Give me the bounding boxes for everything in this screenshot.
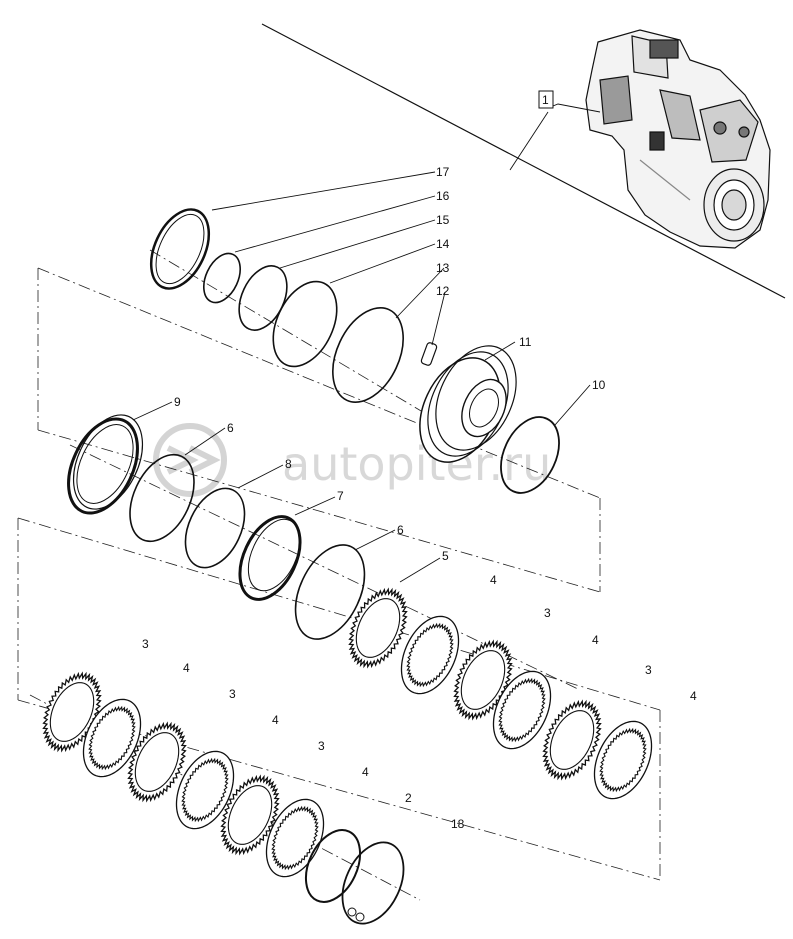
callout-label-4b: 4	[592, 633, 599, 647]
callout-label-8: 8	[285, 457, 292, 471]
watermark-arrow-icon	[166, 445, 221, 475]
part-2-spacer-ring	[304, 829, 362, 903]
part-4-friction-disc	[593, 720, 653, 800]
callout-label-3b: 3	[645, 663, 652, 677]
part-4-friction-disc	[265, 798, 325, 878]
callout-label-4a: 4	[490, 573, 497, 587]
callout-label-12: 12	[436, 284, 450, 298]
callout-label-3c: 3	[142, 637, 149, 651]
callout-label-3a: 3	[544, 606, 551, 620]
part-7-backing-ring	[238, 515, 302, 601]
transmission-housing	[585, 29, 771, 249]
callout-label-10: 10	[592, 378, 606, 392]
callout-labels: 17 16 15 14 13 12 11 10 9 6 8 7 6 5 4 3 …	[142, 165, 697, 831]
callout-label-6b: 6	[397, 523, 404, 537]
centerline-upper	[149, 249, 471, 441]
callout-label-13: 13	[436, 261, 450, 275]
part-4-friction-disc	[82, 698, 142, 778]
part-3-steel-disc	[127, 721, 187, 803]
part-17-thrust-ring	[149, 208, 211, 290]
part-6-seal-ring-2	[294, 544, 366, 640]
part-10-seal-ring	[500, 416, 560, 494]
clutch-disc-stack	[42, 587, 653, 878]
part-4-friction-disc	[175, 750, 235, 830]
callout-label-3d: 3	[229, 687, 236, 701]
group-frame-lower	[17, 517, 661, 881]
callout-label-2: 2	[405, 791, 412, 805]
watermark-logo-icon	[153, 423, 227, 497]
part-11-piston	[419, 345, 517, 463]
group-frame-upper	[37, 267, 601, 593]
callout-label-4f: 4	[362, 765, 369, 779]
callout-1: 1	[509, 90, 601, 171]
callout-label-1: 1	[542, 93, 549, 107]
callout-label-4d: 4	[183, 661, 190, 675]
callout-label-4c: 4	[690, 689, 697, 703]
part-3-steel-disc	[220, 774, 280, 856]
part-4-friction-disc	[492, 670, 552, 750]
part-13-seal-ring	[332, 307, 404, 403]
callout-label-15: 15	[436, 213, 450, 227]
callout-label-14: 14	[436, 237, 450, 251]
part-3-steel-disc	[453, 639, 513, 721]
callout-label-4e: 4	[272, 713, 279, 727]
callout-label-9: 9	[174, 395, 181, 409]
part-14-seal-ring	[272, 280, 338, 368]
callout-label-5: 5	[442, 549, 449, 563]
part-8-seal-ring	[184, 487, 246, 569]
callout-label-6a: 6	[227, 421, 234, 435]
part-3-steel-disc	[542, 699, 602, 781]
part-6-seal-ring	[129, 453, 195, 543]
part-9-retainer	[67, 414, 144, 515]
callout-label-18: 18	[451, 817, 465, 831]
part-3-steel-disc	[348, 587, 408, 669]
part-12-pin	[420, 342, 438, 366]
callout-label-17: 17	[436, 165, 450, 179]
part-3-steel-disc	[42, 671, 102, 753]
assembly-reference-line	[261, 23, 786, 299]
part-4-friction-disc	[400, 615, 460, 695]
part-18-snap-ring	[341, 841, 405, 925]
callout-label-7: 7	[337, 489, 344, 503]
callout-leaders	[132, 171, 591, 583]
callout-label-3e: 3	[318, 739, 325, 753]
watermark-text: autopiter.ru	[282, 437, 551, 491]
part-16-seal-ring	[203, 252, 241, 304]
callout-label-11: 11	[519, 335, 532, 349]
callout-label-16: 16	[436, 189, 450, 203]
